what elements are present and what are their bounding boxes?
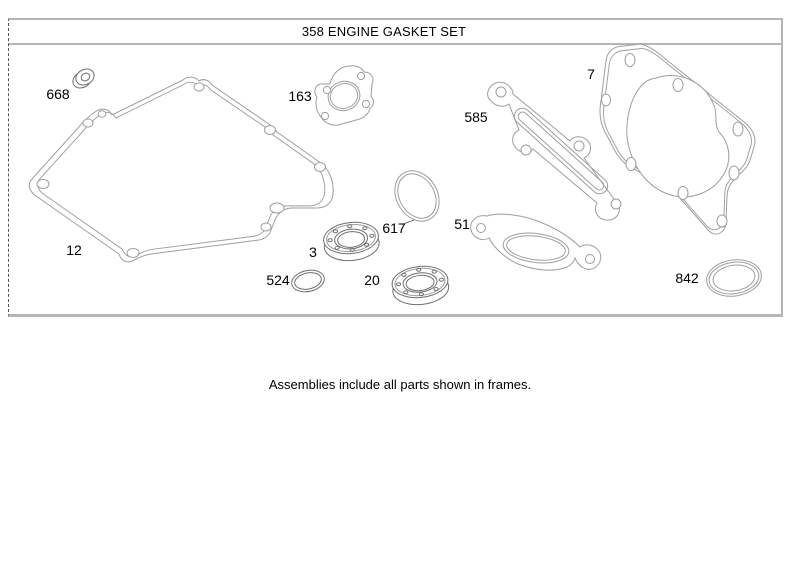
part-label-617: 617 [382,220,406,236]
part-label-524: 524 [266,272,290,288]
part-label-20: 20 [364,272,380,288]
part-163-carburetor-gasket-drawing [314,65,374,126]
part-label-668: 668 [46,86,70,102]
part-524-oval-seal-drawing [291,269,325,293]
part-label-7: 7 [587,66,595,82]
part-label-12: 12 [66,242,82,258]
frame-title: 358 ENGINE GASKET SET [9,20,781,45]
part-668-grommet-drawing [72,68,95,89]
part-842-oring-drawing [706,259,762,297]
part-585-breather-gasket-drawing [487,81,622,221]
part-label-842: 842 [675,270,699,286]
part-label-3: 3 [309,244,317,260]
part-617-oring-drawing [394,170,440,225]
part-7-head-gasket-drawing [599,43,756,235]
assemblies-caption: Assemblies include all parts shown in fr… [268,377,532,392]
part-51-flange-gasket-drawing [470,213,602,271]
part-label-163: 163 [288,88,312,104]
part-label-51: 51 [454,216,470,232]
part-12-crankcase-gasket-drawing [28,76,334,263]
part-label-585: 585 [464,109,488,125]
part-20-oil-seal-drawing [391,265,450,306]
part-3-oil-seal-drawing [323,221,380,262]
